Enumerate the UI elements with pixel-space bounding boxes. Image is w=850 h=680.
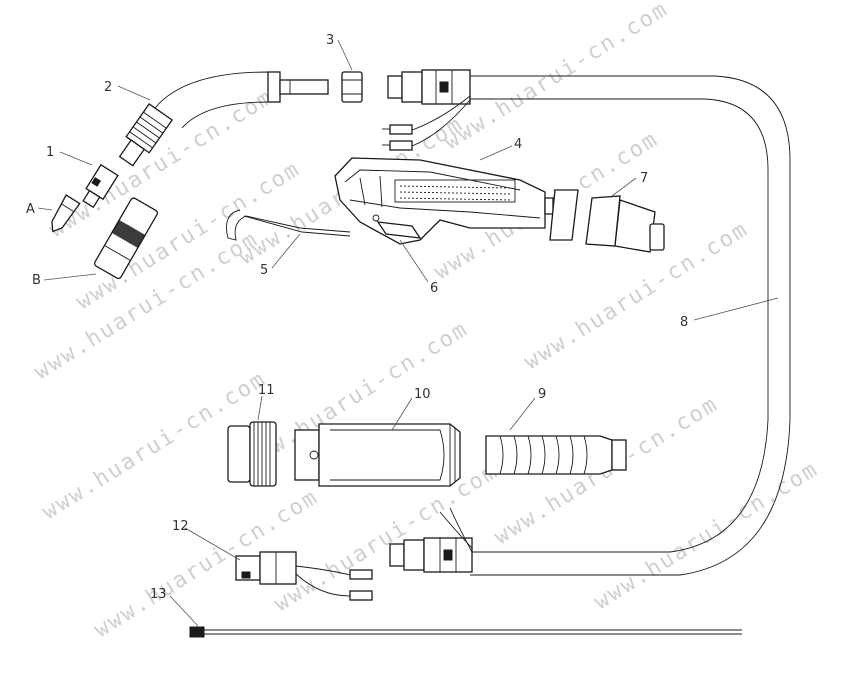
spring-guard-part-9: [485, 435, 627, 475]
callout-3: 3: [326, 33, 334, 48]
liner-part-13: [189, 626, 742, 638]
watermark-12: www.huarui-cn.com: [590, 457, 823, 616]
callout-13: 13: [150, 587, 167, 602]
callout-2: 2: [104, 80, 112, 95]
callout-4: 4: [514, 137, 522, 152]
watermark-10: www.huarui-cn.com: [440, 0, 673, 155]
neck-part-2: [118, 71, 329, 167]
rear-sleeve-part-7: [549, 189, 665, 253]
callout-5: 5: [260, 263, 268, 278]
hook-part-5: [226, 209, 351, 241]
contact-tip-part-A: [51, 194, 81, 233]
nozzle-part-B: [93, 197, 159, 280]
tip-holder-part-1: [82, 163, 119, 209]
bottom-cable-connector: [389, 507, 473, 573]
callout-A: A: [26, 202, 35, 217]
callout-7: 7: [640, 171, 648, 186]
callout-9: 9: [538, 387, 546, 402]
watermark-1: www.huarui-cn.com: [45, 85, 278, 244]
trigger-part-6: [376, 221, 422, 239]
callout-labels: 1 2 3 4 5 6 7 8 9 10 11 12 13 A B: [26, 33, 688, 602]
body-sleeve-part-10: [294, 423, 461, 487]
callout-1: 1: [46, 145, 54, 160]
callout-12: 12: [172, 519, 189, 534]
callout-8: 8: [680, 315, 688, 330]
callout-6: 6: [430, 281, 438, 296]
cable-assembly: [470, 75, 791, 576]
knurled-nut-part-11: [227, 421, 277, 487]
leader-lines: [37, 39, 779, 627]
callout-11: 11: [258, 383, 275, 398]
cable-outer-line: [470, 75, 791, 576]
handle-part-4: [334, 157, 554, 245]
cable-inner-line: [470, 98, 769, 553]
callout-10: 10: [414, 387, 431, 402]
callout-B: B: [32, 273, 41, 288]
nut-part-3: [341, 71, 363, 103]
top-cable-connector: [382, 69, 471, 151]
